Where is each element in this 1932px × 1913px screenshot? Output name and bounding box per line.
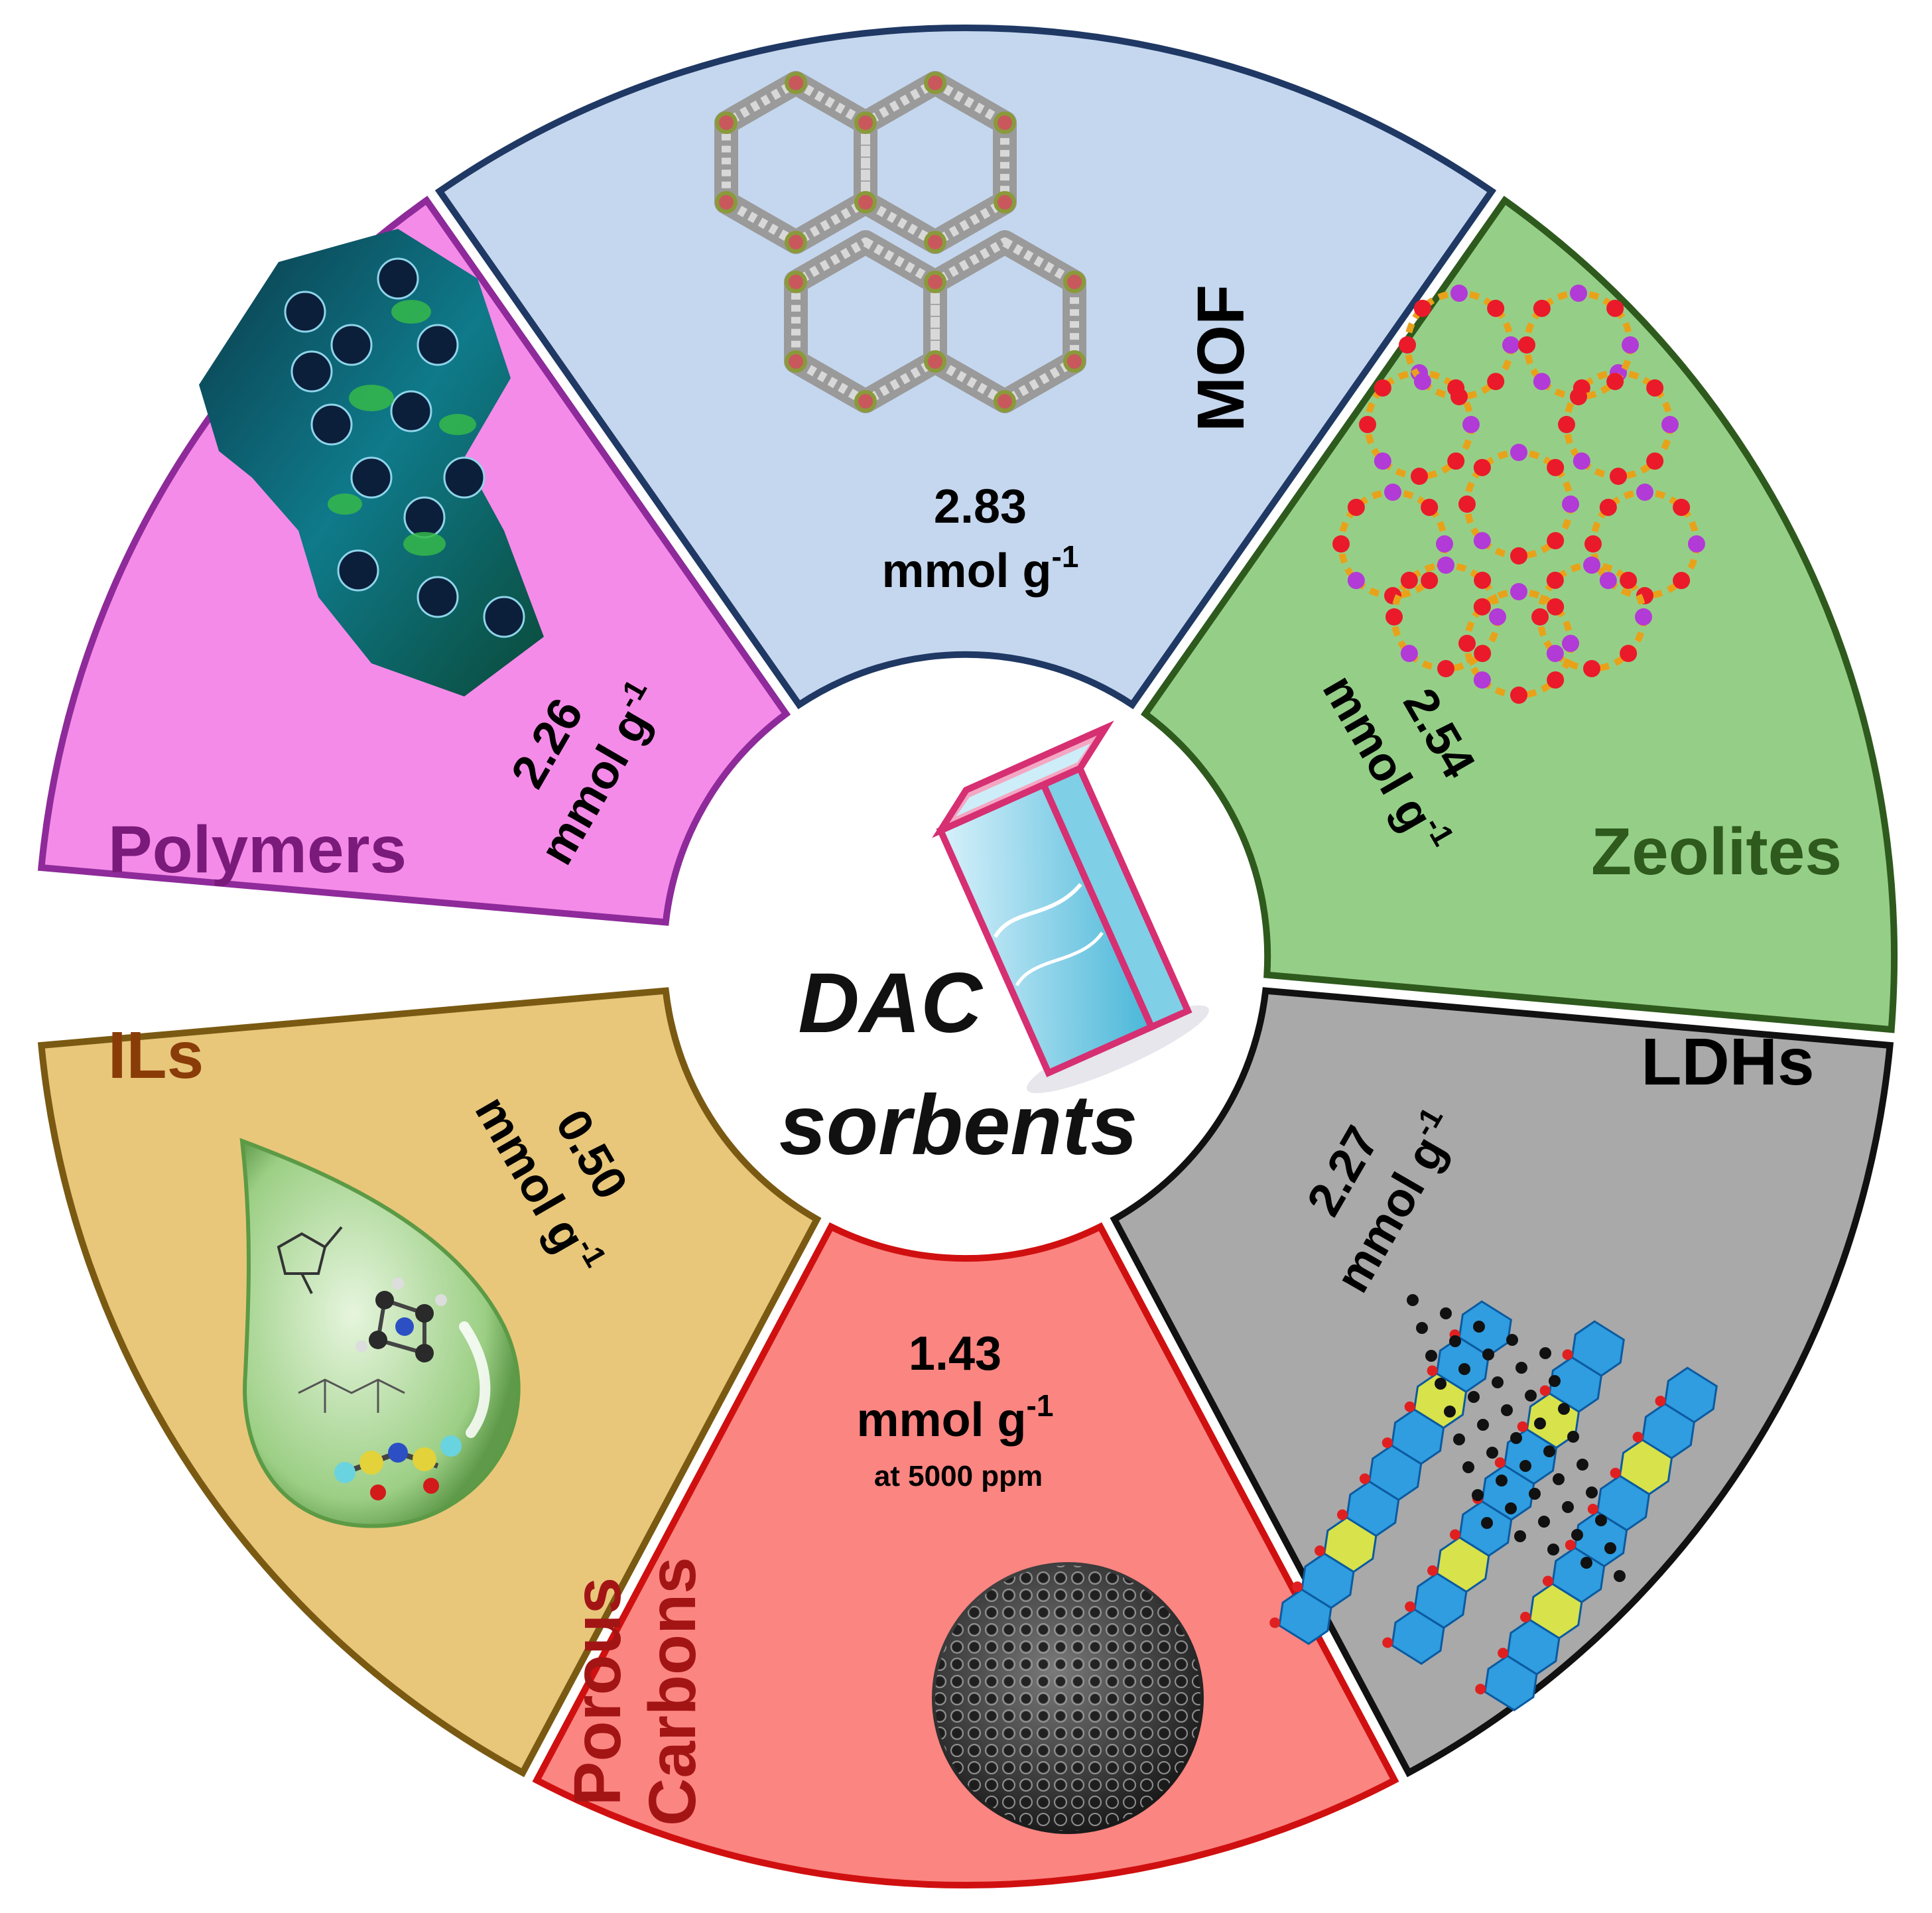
ldhs-name-label: LDHs bbox=[1641, 1025, 1814, 1099]
segment-zeolites-shape bbox=[1140, 196, 1898, 1033]
mof-value-label: 2.83 bbox=[934, 480, 1027, 533]
porous-carbons-name-line1: Porous bbox=[560, 1577, 635, 1806]
center-title-line2: sorbents bbox=[779, 1078, 1138, 1173]
ionic-liquid-droplet-icon bbox=[239, 1138, 521, 1528]
layered-double-hydroxide-icon bbox=[1269, 1294, 1718, 1711]
center-hub: DAC sorbents bbox=[680, 671, 1251, 1242]
porous-carbons-unit-label: mmol g-1 bbox=[857, 1388, 1054, 1447]
zeolites-name-label: Zeolites bbox=[1591, 815, 1842, 889]
center-title-line1: DAC bbox=[798, 956, 983, 1051]
segment-zeolites bbox=[1140, 196, 1898, 1033]
porous-carbon-sphere-icon bbox=[932, 1562, 1204, 1834]
mof-honeycomb-structure-icon bbox=[714, 71, 1086, 413]
porous-carbons-name-line2: Carbons bbox=[635, 1557, 710, 1826]
ils-name-label: ILs bbox=[108, 1018, 204, 1092]
zeolite-framework-icon bbox=[1332, 285, 1705, 704]
mof-unit: mmol g bbox=[882, 545, 1052, 598]
porous-carbons-value-label: 1.43 bbox=[909, 1327, 1001, 1380]
polymers-name-label: Polymers bbox=[108, 813, 407, 887]
porous-carbons-unit: mmol g bbox=[857, 1394, 1027, 1447]
sorbent-container-icon bbox=[932, 720, 1209, 1094]
porous-carbons-unit-sup: -1 bbox=[1027, 1388, 1054, 1423]
polymer-network-icon bbox=[199, 229, 544, 696]
mof-unit-label: mmol g-1 bbox=[882, 539, 1079, 598]
mof-unit-sup: -1 bbox=[1052, 539, 1079, 574]
porous-carbons-note-label: at 5000 ppm bbox=[874, 1460, 1043, 1492]
mof-name-label: MOF bbox=[1184, 285, 1258, 432]
